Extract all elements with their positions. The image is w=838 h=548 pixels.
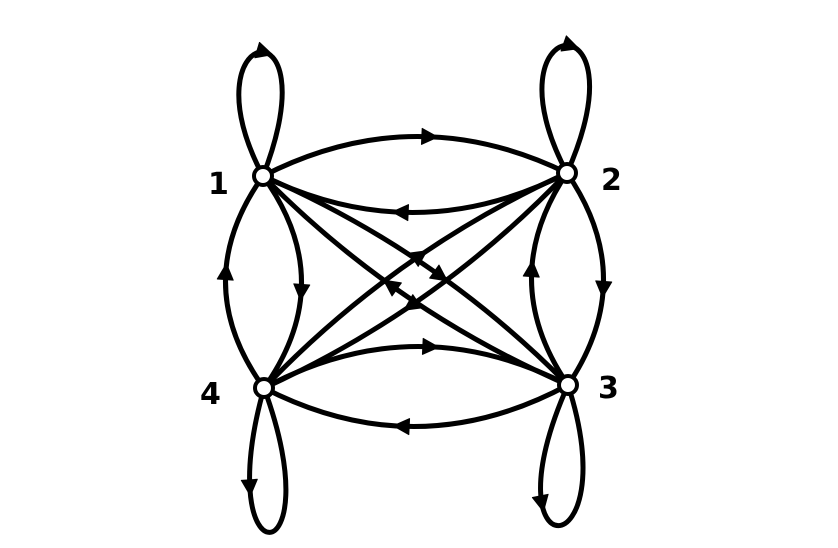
arrowhead-4-to-3 [421,337,440,355]
arrowhead-3-to-1 [383,279,402,297]
edge-2-to-3 [564,170,606,388]
arrowhead-loop-4 [240,478,258,497]
arrowhead-loop-3 [531,493,549,513]
arrowheads-layer [216,35,613,513]
arrowhead-1-to-2 [420,127,439,145]
edge-4-to-2 [261,170,570,391]
node-label-1: 1 [208,167,229,202]
loop-2 [539,43,593,176]
node-label-2: 2 [601,163,622,198]
arrowhead-1-to-4 [293,283,311,301]
edge-1-to-2 [260,134,570,179]
edge-1-to-3 [260,173,571,388]
edge-3-to-2 [529,170,571,388]
edges-layer [223,43,606,535]
arrowhead-4-to-1 [216,263,234,281]
loop-1 [236,49,285,179]
edge-3-to-4 [261,382,571,429]
loop-4 [247,385,289,535]
loop-3 [538,382,586,529]
arrowhead-loop-1 [254,41,274,59]
arrowhead-3-to-4 [392,418,411,436]
arrowhead-loop-2 [560,35,580,52]
edge-2-to-4 [261,170,570,391]
node-3 [557,374,579,396]
arrowhead-4-to-2 [408,250,428,267]
arrowhead-2-to-4 [403,294,423,311]
arrowhead-1-to-3 [429,264,448,282]
node-1 [252,165,274,187]
edge-1-to-4 [260,173,304,391]
node-4 [253,377,275,399]
arrowhead-2-to-1 [391,204,410,222]
arrowhead-2-to-3 [595,280,613,298]
nodes-layer: 1 2 3 4 [200,162,622,412]
node-2 [556,162,578,184]
node-label-3: 3 [598,371,619,406]
node-label-4: 4 [200,377,221,412]
edge-3-to-1 [260,173,571,388]
edge-4-to-1 [223,173,267,391]
arrowhead-3-to-2 [522,260,540,278]
